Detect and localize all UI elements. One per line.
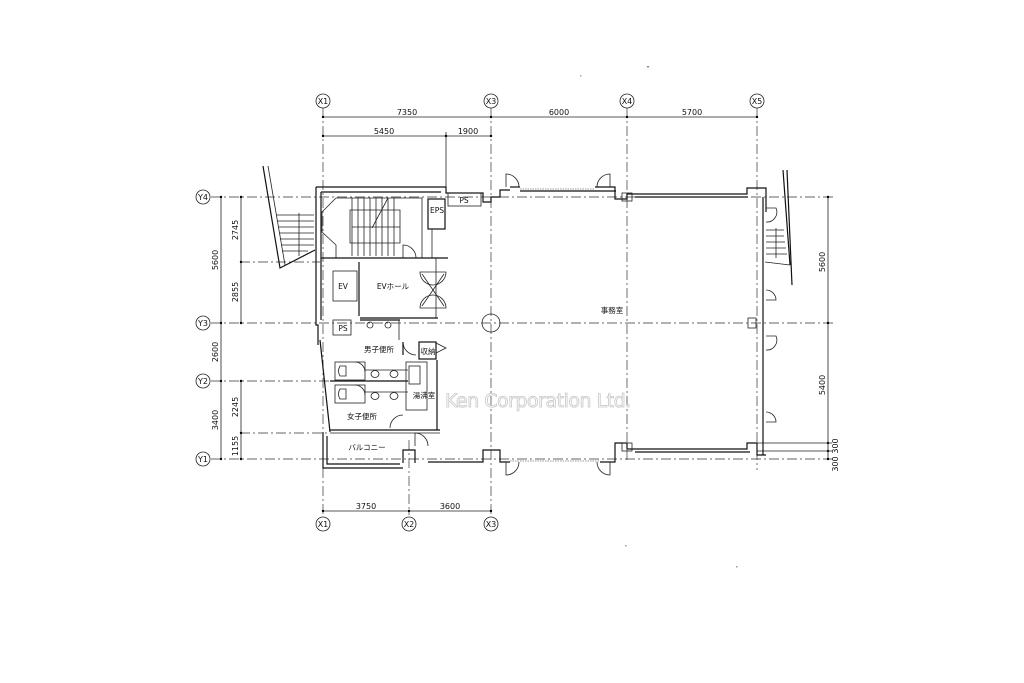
- svg-text:EVホール: EVホール: [377, 282, 410, 291]
- axis-bubble-y3: Y3: [195, 315, 211, 331]
- stray-mark: [647, 66, 649, 68]
- ps-room-top: PS: [447, 192, 482, 207]
- stair-core: [321, 197, 423, 259]
- svg-text:1155: 1155: [231, 436, 240, 456]
- mens-toilet: 男子便所: [360, 319, 417, 356]
- exterior-stair-west: [262, 165, 316, 269]
- dimension-top-overall: 7350 6000 5700: [321, 108, 759, 119]
- exterior-stair-east: [764, 169, 793, 286]
- grid-lines: [211, 108, 835, 515]
- ps-room-core: PS: [332, 319, 352, 336]
- svg-text:X5: X5: [752, 97, 763, 106]
- axis-bubble-x2-bottom: X2: [401, 516, 417, 532]
- watermark-text: Ken Corporation Ltd.: [445, 390, 631, 412]
- svg-text:300: 300: [831, 456, 840, 471]
- dimension-left-sub: 2745 2855 2245 1155: [231, 195, 243, 461]
- elevator: EV: [332, 262, 360, 316]
- svg-text:3400: 3400: [211, 410, 220, 430]
- office-doors: [505, 173, 778, 476]
- svg-text:バルコニー: バルコニー: [348, 443, 385, 452]
- svg-text:6000: 6000: [549, 108, 569, 117]
- svg-text:300: 300: [831, 438, 840, 453]
- svg-text:3750: 3750: [356, 502, 376, 511]
- dimension-right: 5600 5400 300 300: [757, 195, 840, 472]
- svg-text:5600: 5600: [818, 252, 827, 272]
- toilet-stalls: [330, 361, 408, 404]
- svg-text:X3: X3: [486, 520, 497, 529]
- dimension-bottom: 3750 3600: [321, 502, 493, 513]
- svg-text:5450: 5450: [374, 127, 394, 136]
- storage-room: 収納: [418, 341, 447, 360]
- svg-text:Y1: Y1: [197, 455, 208, 464]
- svg-text:5400: 5400: [818, 375, 827, 395]
- svg-text:X1: X1: [318, 520, 329, 529]
- balcony: バルコニー: [348, 432, 429, 452]
- axis-bubble-x5-top: X5: [749, 93, 765, 109]
- axis-bubble-x3-top: X3: [483, 93, 499, 109]
- axis-bubble-x4-top: X4: [619, 93, 635, 109]
- svg-text:Y2: Y2: [197, 377, 208, 386]
- svg-text:2855: 2855: [231, 282, 240, 302]
- svg-text:X1: X1: [318, 97, 329, 106]
- svg-text:PS: PS: [338, 324, 348, 333]
- svg-text:3600: 3600: [440, 502, 460, 511]
- axis-bubble-x3-bottom: X3: [483, 516, 499, 532]
- svg-text:X2: X2: [404, 520, 415, 529]
- svg-text:湯沸室: 湯沸室: [413, 390, 436, 400]
- axis-bubble-y2: Y2: [195, 373, 211, 389]
- svg-text:収納: 収納: [421, 346, 436, 356]
- axis-bubble-x1-top: X1: [315, 93, 331, 109]
- svg-text:女子便所: 女子便所: [347, 411, 377, 421]
- dimension-top-sub: 5450 1900: [321, 127, 493, 190]
- svg-text:EPS: EPS: [430, 206, 444, 215]
- svg-text:PS: PS: [459, 196, 469, 205]
- svg-text:X4: X4: [622, 97, 633, 106]
- svg-text:EV: EV: [338, 282, 349, 291]
- svg-text:1900: 1900: [458, 127, 478, 136]
- svg-text:X3: X3: [486, 97, 497, 106]
- office-room: 事務室: [481, 192, 757, 452]
- eps-room: EPS: [427, 198, 446, 230]
- axis-bubble-y1: Y1: [195, 451, 211, 467]
- exterior-walls: [315, 186, 767, 469]
- ev-hall: EVホール: [360, 258, 447, 319]
- axis-bubble-y4: Y4: [195, 189, 211, 205]
- svg-text:2600: 2600: [211, 342, 220, 362]
- kitchenette: 湯沸室: [405, 360, 438, 430]
- axis-bubble-x1-bottom: X1: [315, 516, 331, 532]
- svg-text:Y3: Y3: [197, 319, 208, 328]
- svg-text:5700: 5700: [682, 108, 702, 117]
- stray-mark: [625, 545, 627, 547]
- svg-text:2745: 2745: [231, 220, 240, 240]
- svg-text:5600: 5600: [211, 250, 220, 270]
- stray-mark: [736, 566, 738, 568]
- svg-text:Y4: Y4: [197, 193, 208, 202]
- svg-text:7350: 7350: [397, 108, 417, 117]
- dimension-left-overall: 5600 2600 3400: [211, 195, 223, 461]
- womens-toilet: 女子便所: [330, 411, 440, 434]
- svg-text:2245: 2245: [231, 397, 240, 417]
- svg-text:男子便所: 男子便所: [364, 344, 394, 354]
- stray-mark: [580, 75, 582, 77]
- svg-text:事務室: 事務室: [601, 305, 624, 315]
